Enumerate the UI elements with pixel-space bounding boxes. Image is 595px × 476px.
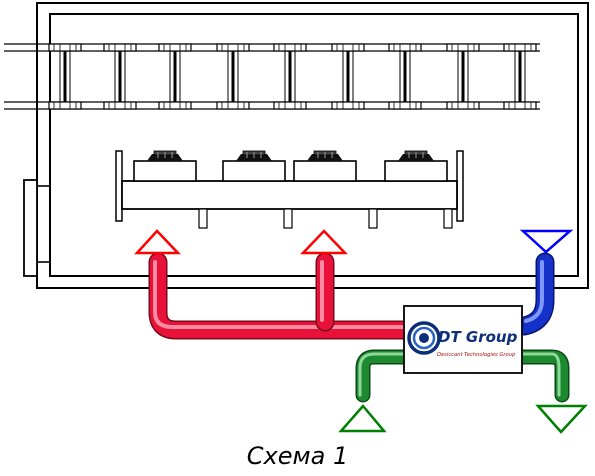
drying-chamber	[23, 2, 589, 289]
conveyor-racks	[4, 42, 540, 111]
rack-8	[445, 42, 481, 111]
hot-air-outlet-2-icon	[300, 229, 348, 255]
ambient-air-intake-icon	[338, 404, 387, 433]
rack-3	[157, 42, 193, 111]
dt-group-unit: DT Group Desiccant Technologies Group	[403, 305, 523, 374]
diagram-caption: Схема 1	[246, 442, 349, 470]
logo-subtitle: Desiccant Technologies Group	[437, 352, 516, 358]
ambient-air-pipe	[355, 349, 570, 403]
rack-4	[215, 42, 251, 111]
fan-4-icon	[384, 150, 448, 182]
hot-air-pipe	[148, 252, 420, 340]
cool-air-pipe	[514, 252, 555, 336]
rack-1	[47, 42, 83, 111]
air-duct	[115, 150, 464, 229]
rack-2	[102, 42, 138, 111]
logo-title: DT Group	[438, 328, 518, 346]
fan-1-icon	[133, 150, 197, 182]
fan-2-icon	[222, 150, 286, 182]
hot-air-outlet-1-icon	[134, 229, 181, 255]
rack-6	[330, 42, 366, 111]
rack-9	[502, 42, 538, 111]
chamber-door	[23, 179, 50, 277]
exhaust-air-icon	[535, 404, 588, 434]
rack-5	[272, 42, 308, 111]
rack-7	[387, 42, 423, 111]
cool-air-inlet-icon	[519, 229, 574, 254]
dt-group-logo-icon	[407, 321, 441, 355]
fan-3-icon	[293, 150, 357, 182]
